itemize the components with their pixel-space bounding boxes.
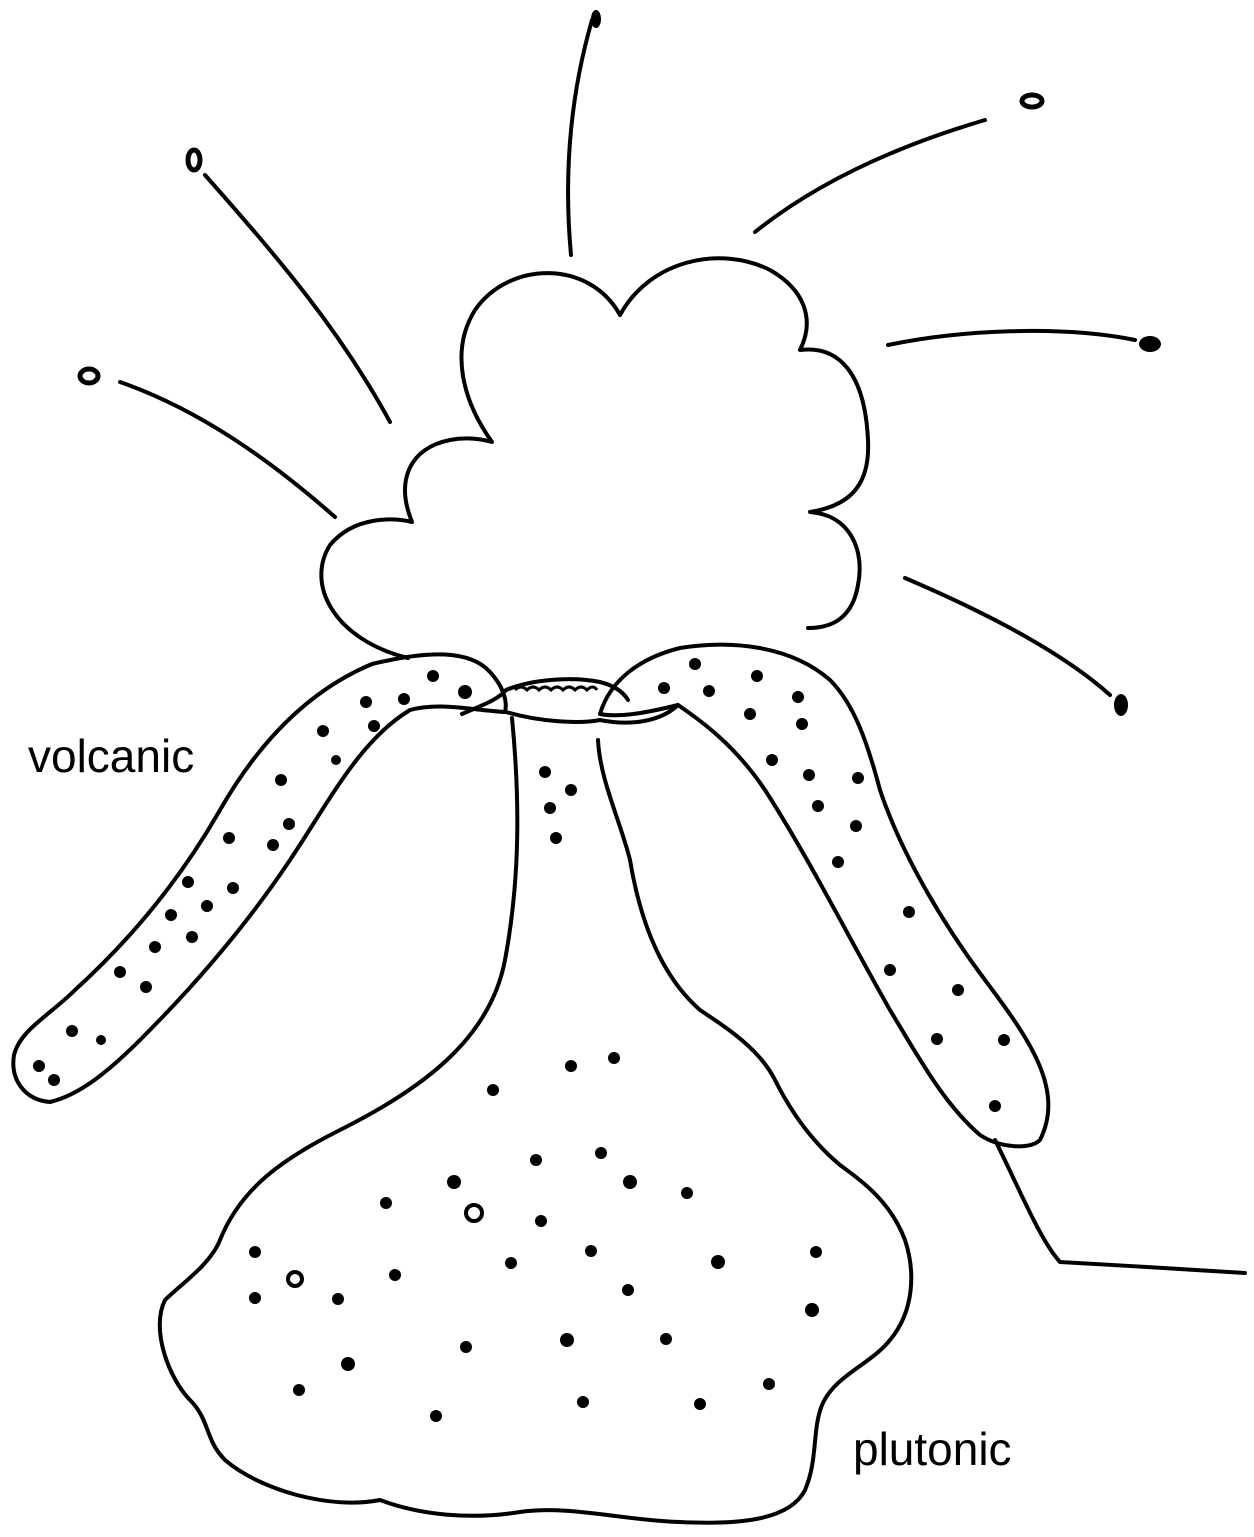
bomb-right	[1139, 336, 1161, 352]
crater-hatching	[515, 687, 597, 690]
bomb-upper-left	[188, 150, 200, 170]
speckles-volcanic-right	[658, 658, 1010, 1112]
crater-lip	[506, 705, 678, 723]
eruption-cloud	[321, 258, 868, 658]
volcanic-layer-right	[600, 645, 1048, 1147]
plutonic-label: plutonic	[853, 1426, 1012, 1472]
right-tail-line	[995, 1140, 1245, 1273]
ejecta-line-upper-left	[205, 175, 390, 422]
ejecta-line-upper-right	[755, 120, 985, 232]
volcanic-layer-left	[13, 654, 505, 1102]
plutonic-body	[160, 718, 911, 1523]
ejecta-line-lower-right	[905, 578, 1110, 695]
ejecta-trajectories	[120, 20, 1135, 695]
bomb-left	[80, 369, 98, 383]
volcanic-label: volcanic	[28, 733, 194, 779]
speckles-plutonic	[249, 1052, 822, 1422]
speckles-conduit	[539, 766, 577, 844]
ejecta-line-top	[568, 20, 592, 255]
ejecta-line-left	[120, 382, 335, 517]
bomb-upper-right	[1022, 95, 1042, 107]
volcanic-bombs	[80, 10, 1161, 716]
ejecta-line-right	[888, 331, 1135, 345]
bomb-lower-right	[1114, 694, 1128, 716]
bomb-top	[591, 10, 601, 28]
